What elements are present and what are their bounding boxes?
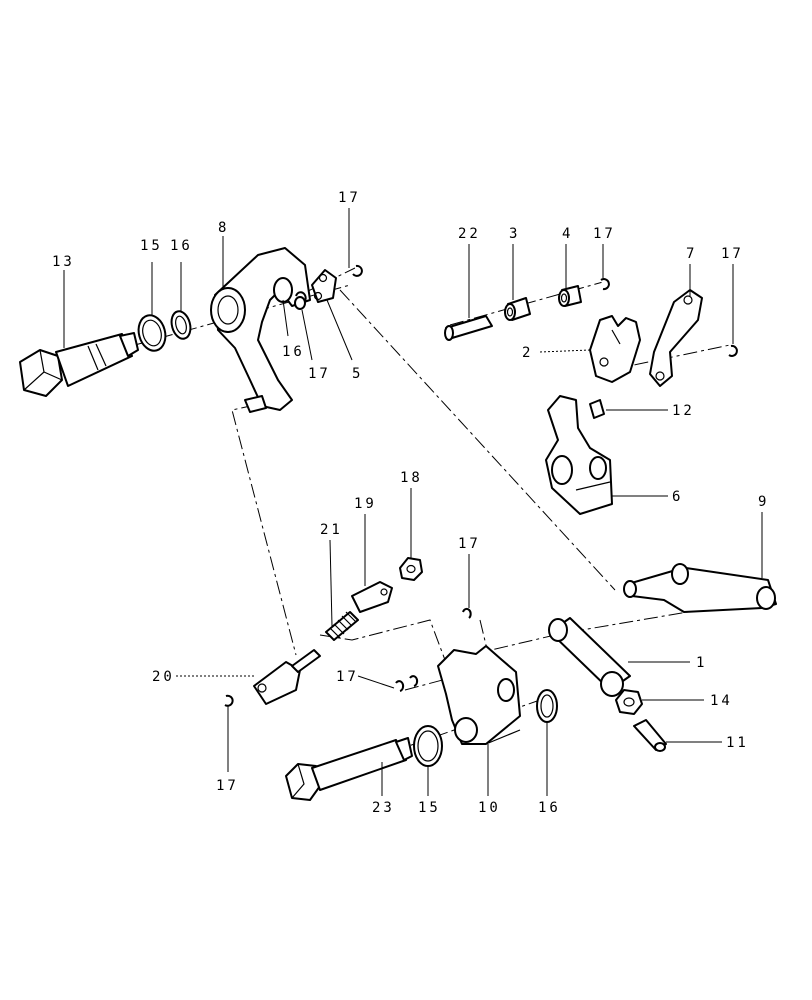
part-17-clip-near-7 xyxy=(728,344,738,357)
callout-17-right: 17 xyxy=(721,246,744,262)
part-5-link-plate xyxy=(311,269,337,303)
callout-22: 22 xyxy=(458,226,481,242)
callout-17-center: 17 xyxy=(336,669,359,685)
part-17-clip-lower-left xyxy=(224,694,234,707)
callout-15-upper: 15 xyxy=(140,238,163,254)
part-17-clip-lever-10 xyxy=(462,607,472,619)
callout-17-mid: 17 xyxy=(458,536,481,552)
callout-9: 9 xyxy=(758,494,769,510)
callout-15-lower: 15 xyxy=(418,800,441,816)
callout-12: 12 xyxy=(672,403,695,419)
part-9-shift-lever xyxy=(623,563,777,613)
part-6-bracket xyxy=(545,395,613,515)
callout-labels: 13 15 16 8 17 16 17 5 22 3 4 17 7 17 2 1… xyxy=(52,190,769,816)
callout-14: 14 xyxy=(710,693,733,709)
leader-lines xyxy=(63,208,763,796)
callout-3: 3 xyxy=(509,226,520,242)
callout-10: 10 xyxy=(478,800,501,816)
callout-16-lower: 16 xyxy=(538,800,561,816)
part-17-clips-lower-center xyxy=(395,675,419,692)
part-15-washer-lower xyxy=(413,725,443,767)
callout-4: 4 xyxy=(562,226,573,242)
callout-8: 8 xyxy=(218,220,229,236)
callout-17-top: 17 xyxy=(338,190,361,206)
callout-7: 7 xyxy=(686,246,697,262)
callout-18: 18 xyxy=(400,470,423,486)
part-12-set-screw xyxy=(589,399,605,419)
callout-20: 20 xyxy=(152,669,175,685)
part-4-bushing xyxy=(558,285,582,307)
part-21-spring xyxy=(325,611,359,641)
part-20-rod-end xyxy=(253,649,321,705)
part-16-snap-ring-lower xyxy=(536,689,558,723)
callout-23: 23 xyxy=(372,800,395,816)
part-16-snap-ring-upper xyxy=(170,310,192,340)
callout-19: 19 xyxy=(354,496,377,512)
part-3-bushing xyxy=(504,297,531,321)
part-2-fork-bracket xyxy=(589,315,641,383)
part-11-pin xyxy=(633,719,667,752)
part-1-sleeve xyxy=(548,617,631,697)
part-19-clevis xyxy=(351,581,393,613)
part-15-washer-upper xyxy=(137,314,167,352)
part-14-nut xyxy=(615,689,643,715)
part-18-nut xyxy=(399,557,423,581)
part-23-bolt xyxy=(285,737,413,801)
part-10-lever xyxy=(437,645,521,745)
callout-11: 11 xyxy=(726,735,749,751)
part-17-clip-upper xyxy=(352,264,363,277)
part-7-link xyxy=(649,289,703,387)
callout-16-upper: 16 xyxy=(170,238,193,254)
callout-17-upper-right: 17 xyxy=(593,226,616,242)
callout-17-lever: 17 xyxy=(308,366,331,382)
callout-13: 13 xyxy=(52,254,75,270)
callout-2: 2 xyxy=(522,345,533,361)
part-22-pin xyxy=(444,315,493,341)
part-17-clip-lever xyxy=(294,296,306,310)
part-8-lever-arm xyxy=(210,247,311,413)
callout-5: 5 xyxy=(352,366,363,382)
part-17-clip-near-4 xyxy=(600,278,610,291)
part-13-bolt xyxy=(19,332,139,397)
callout-17-bottom-left: 17 xyxy=(216,778,239,794)
callout-21: 21 xyxy=(320,522,343,538)
callout-1: 1 xyxy=(696,655,707,671)
callout-16-lever: 16 xyxy=(282,344,305,360)
callout-6: 6 xyxy=(672,489,683,505)
